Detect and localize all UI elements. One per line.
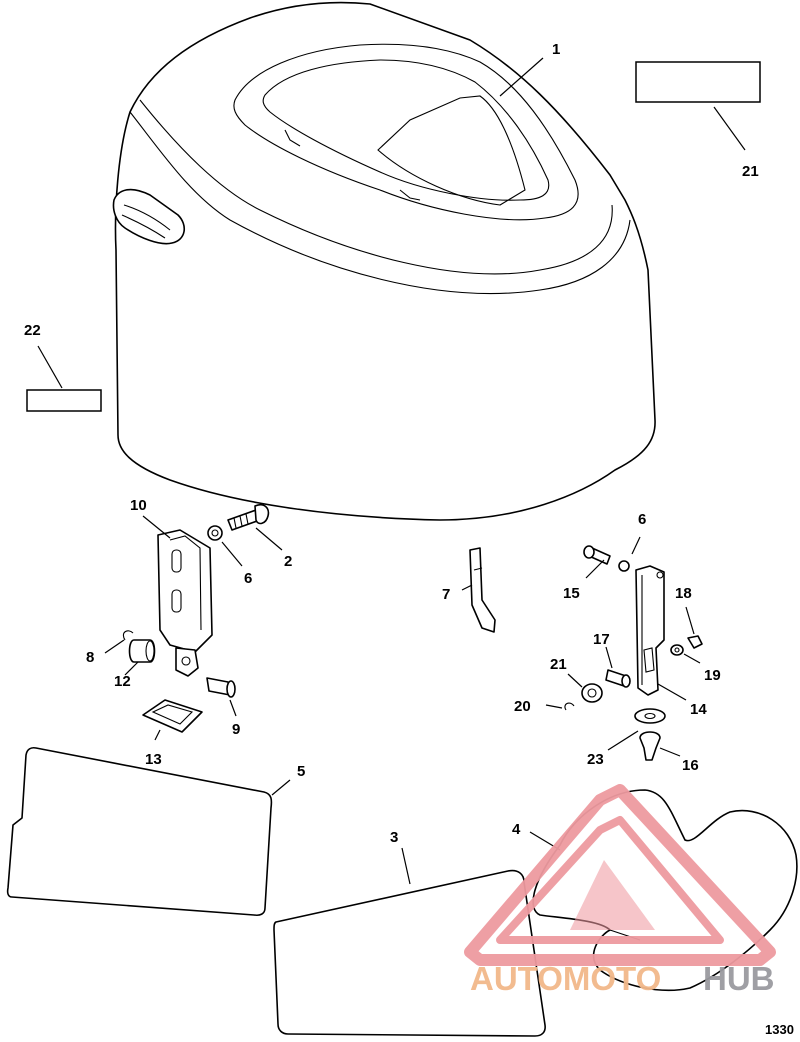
- decal-22: [635, 61, 761, 103]
- callout-17: 18: [675, 585, 692, 602]
- pad-5: [6, 746, 273, 917]
- callout-4: 4: [512, 821, 521, 838]
- callout-12: 13: [145, 751, 162, 768]
- top-cowl: [112, 1, 656, 521]
- callout-15: 16: [682, 757, 699, 774]
- callout-23: 22: [24, 322, 41, 339]
- callout-14: 15: [563, 585, 580, 602]
- callout-20: 21: [550, 656, 567, 673]
- callout-7: 7: [442, 586, 450, 603]
- callout-22: 21: [742, 163, 759, 180]
- watermark-text-automoto: AUTOMOTO: [470, 960, 661, 997]
- callout-1: 1: [552, 41, 560, 58]
- callout-8: 10: [130, 497, 147, 514]
- leader-lines: [37, 57, 746, 885]
- callout-19: 20: [514, 698, 531, 715]
- decal-23: [26, 389, 102, 412]
- callout-13: 14: [690, 701, 707, 718]
- pad-3: [273, 869, 546, 1037]
- latch-hook-7: [469, 547, 496, 633]
- callout-16: 17: [593, 631, 610, 648]
- callout-6-left: 6: [244, 570, 252, 587]
- left-latch-assembly: [122, 503, 270, 733]
- callout-21: 23: [587, 751, 604, 768]
- figure-number: 1330: [765, 1022, 794, 1037]
- callout-11: 12: [114, 673, 131, 690]
- callout-18: 19: [704, 667, 721, 684]
- watermark-text-hub: HUB: [703, 960, 775, 997]
- right-latch-assembly: [564, 545, 703, 761]
- watermark-logo: AUTOMOTO HUB: [464, 784, 776, 997]
- callout-2: 2: [284, 553, 292, 570]
- callout-3: 3: [390, 829, 398, 846]
- callout-10: 8: [86, 649, 94, 666]
- callout-6-right: 6: [638, 511, 646, 528]
- callout-5: 5: [297, 763, 305, 780]
- callout-9: 9: [232, 721, 240, 738]
